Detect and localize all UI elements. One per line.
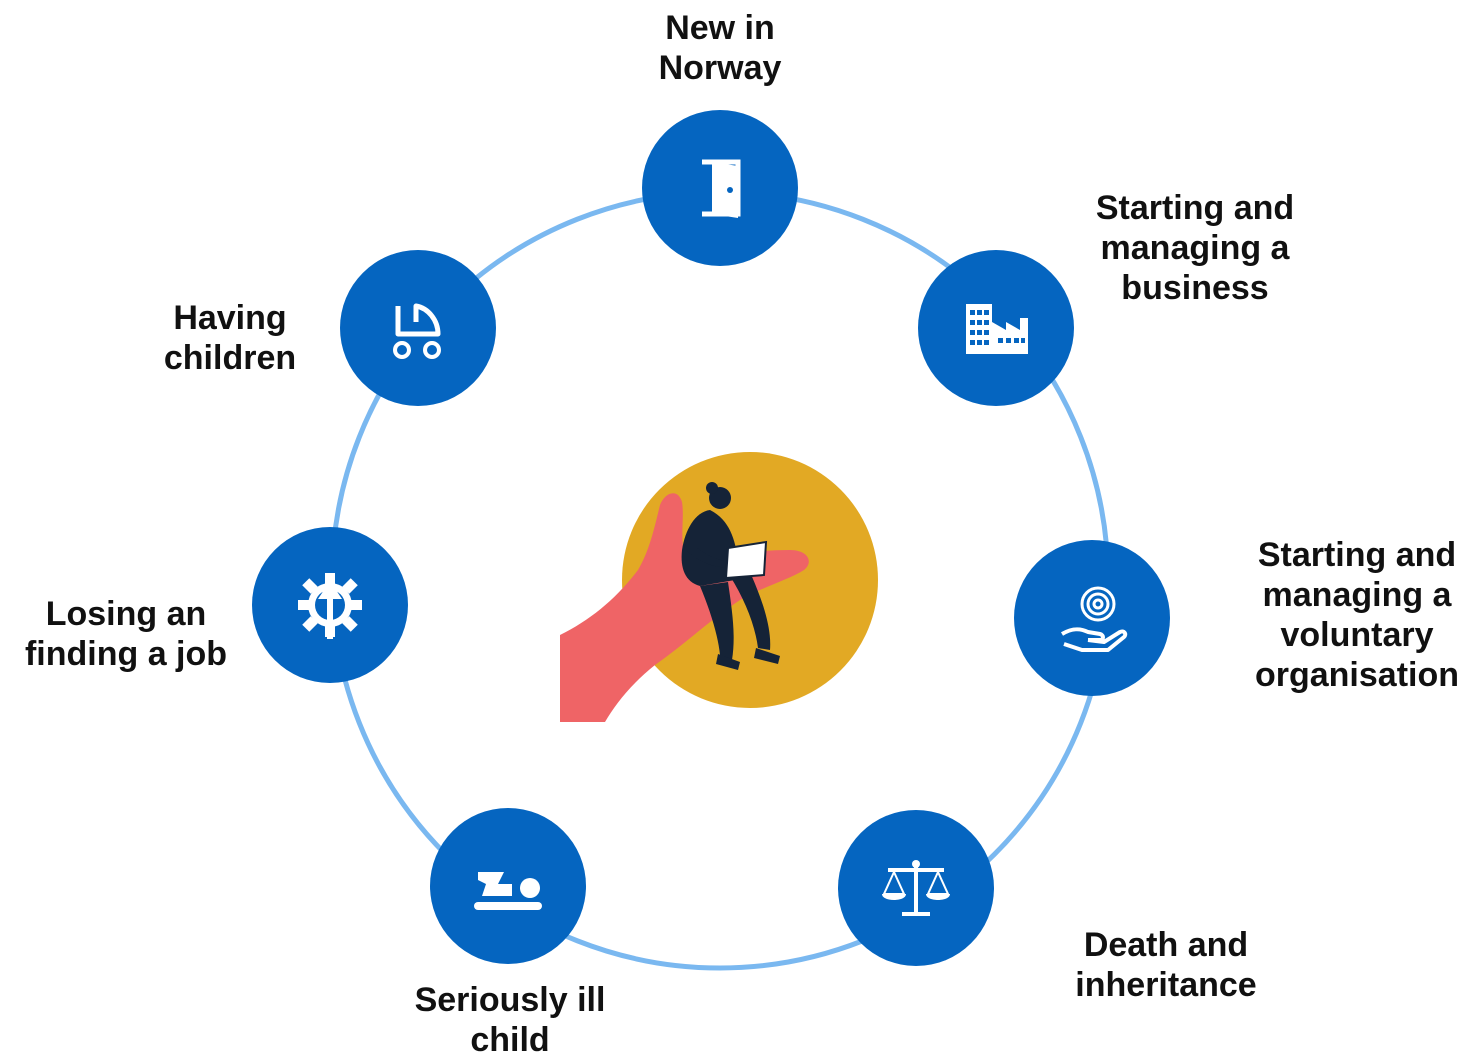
label-starting-business: Starting and managing a business [1095, 189, 1295, 307]
node-starting-business[interactable] [918, 250, 1074, 406]
label-losing-finding-job: Losing an finding a job [24, 595, 228, 673]
factory-icon [966, 304, 1028, 354]
node-new-in-norway[interactable] [642, 110, 798, 266]
hand-spiral-icon [1060, 586, 1128, 652]
node-having-children[interactable] [340, 250, 496, 406]
label-having-children: Having children [163, 299, 297, 377]
node-death-inheritance[interactable] [838, 810, 994, 966]
label-death-inheritance: Death and inheritance [1075, 926, 1257, 1004]
baby-bed-icon [474, 872, 542, 910]
door-icon [702, 159, 741, 218]
node-voluntary-organisation[interactable] [1014, 540, 1170, 696]
label-voluntary-organisation: Starting and managing a voluntary organi… [1254, 536, 1460, 694]
gear-arrow-icon [298, 573, 362, 639]
scales-icon [882, 860, 950, 916]
node-losing-finding-job[interactable] [252, 527, 408, 683]
stroller-icon [393, 303, 441, 359]
node-seriously-ill-child[interactable] [430, 808, 586, 964]
label-seriously-ill-child: Seriously ill child [414, 981, 606, 1059]
label-new-in-norway: New in Norway [658, 9, 782, 87]
person-in-hand-illustration [560, 452, 878, 722]
